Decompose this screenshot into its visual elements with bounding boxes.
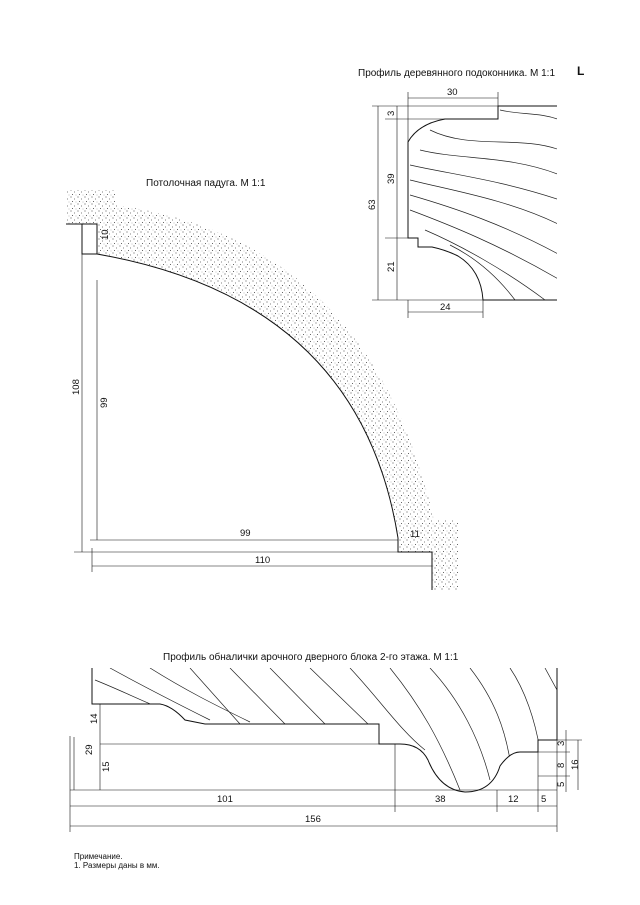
casing-dim-29: 29 — [84, 744, 95, 755]
casing-dim-5v: 5 — [556, 782, 567, 787]
casing-dim-15: 15 — [101, 761, 112, 772]
casing-title: Профиль обналички арочного дверного блок… — [163, 652, 459, 663]
sill-dim-39: 39 — [386, 173, 397, 184]
cove-dim-108: 108 — [71, 379, 82, 395]
casing-dim-156: 156 — [305, 814, 321, 825]
cove-profile: 10 108 99 99 11 110 — [66, 190, 458, 590]
cove-arc — [96, 253, 399, 539]
sill-dim-21: 21 — [386, 261, 397, 272]
casing-profile: 14 29 15 101 38 12 5 156 3 8 5 16 — [69, 668, 582, 832]
sill-dim-3: 3 — [386, 111, 397, 116]
casing-dim-12: 12 — [508, 794, 519, 805]
cove-dim-110: 110 — [255, 555, 270, 566]
cove-title: Потолочная падуга. М 1:1 — [146, 178, 266, 189]
sill-title: Профиль деревянного подоконника. М 1:1 — [358, 68, 556, 79]
casing-dim-101: 101 — [217, 794, 233, 805]
sill-profile: 30 3 39 63 21 24 — [367, 87, 557, 318]
cove-plaster-fill — [66, 190, 458, 590]
casing-dim-16: 16 — [570, 759, 581, 770]
casing-wood-grain — [94, 668, 557, 791]
sill-dim-63: 63 — [367, 199, 378, 210]
sill-dim-top: 30 — [447, 87, 458, 98]
cove-dim-11: 11 — [410, 529, 420, 540]
casing-outline — [91, 668, 558, 793]
sill-mark: L — [577, 64, 585, 78]
cove-dim-10: 10 — [100, 229, 111, 240]
sill-outline — [407, 105, 557, 301]
cove-dim-99-h: 99 — [240, 528, 251, 539]
sill-dim-bottom: 24 — [440, 302, 451, 313]
note-heading: Примечание. — [74, 852, 123, 861]
casing-dim-8: 8 — [556, 763, 567, 768]
sill-wood-grain — [409, 109, 557, 300]
cove-dim-99-v: 99 — [99, 397, 110, 408]
casing-dim-5: 5 — [541, 794, 546, 805]
casing-dim-14: 14 — [89, 713, 100, 724]
casing-dim-3: 3 — [556, 741, 567, 746]
casing-dim-38: 38 — [435, 794, 446, 805]
note-item: 1. Размеры даны в мм. — [74, 861, 160, 870]
